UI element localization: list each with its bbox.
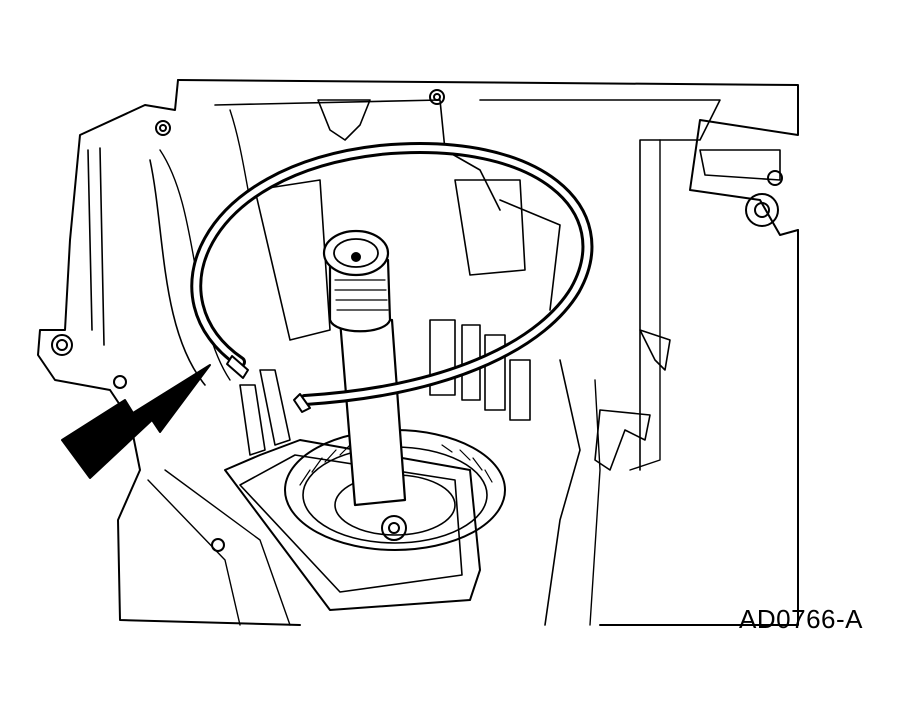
snap-ring [190,142,594,413]
right-bracket [594,149,781,471]
internal-components [239,179,561,456]
bolt-holes [51,89,783,552]
casting-lug [317,99,371,141]
frame [224,439,481,611]
pointer-arrow [61,364,211,479]
input-shaft [322,229,407,507]
figure-id-label: AD0766-A [739,604,863,634]
case-housing [37,79,799,626]
